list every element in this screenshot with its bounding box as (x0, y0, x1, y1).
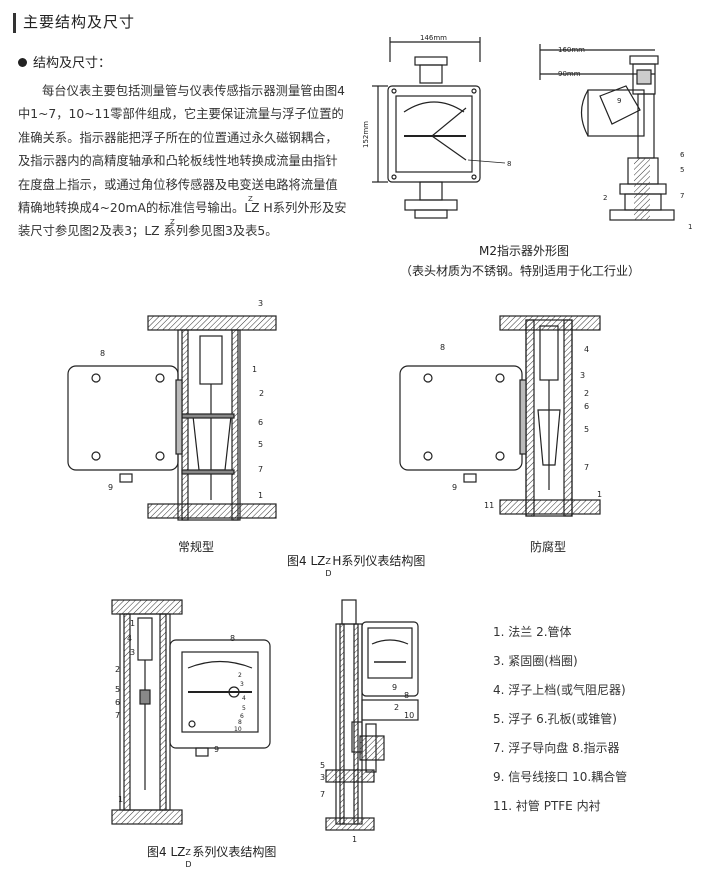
lzh-ac-label-7: 7 (584, 463, 589, 472)
paragraph-line: 装尺寸参见图2及表3；LZ 系列参见图3及表5。 (18, 224, 278, 239)
m2-label-5: 5 (680, 166, 684, 174)
paragraph-line: 在度盘上指示，或通过角位移传感器及电变送电路将流量值 (18, 177, 338, 192)
lzh-caption-prefix: 图4 LZ (287, 554, 326, 568)
lz-front-view (111, 599, 271, 825)
lz-front-label-8: 8 (230, 634, 235, 643)
paragraph-line: 每台仪表主要包括测量管与仪表传感指示器测量管由图4 (42, 84, 345, 98)
parts-legend: 1. 法兰 2.管体 3. 紧固圈(档圈) 4. 浮子上档(或气阻尼器) 5. … (493, 618, 627, 821)
lzh-ac-label-11: 11 (484, 501, 494, 510)
legend-item: 7. 浮子导向盘 8.指示器 (493, 741, 620, 755)
lz-scale-4: 4 (242, 695, 246, 702)
lzh-reg-label-2: 2 (259, 389, 264, 398)
legend-item: 3. 紧固圈(档圈) (493, 654, 578, 668)
lz-front-label-6: 6 (115, 698, 120, 707)
m2-label-2: 2 (603, 194, 607, 202)
lz-scale-10: 10 (234, 726, 242, 733)
lzh-reg-label-1b: 1 (258, 491, 263, 500)
lz-scale-6: 6 (240, 713, 244, 720)
m2-side-view (539, 44, 675, 221)
m2-dim-width: 146mm (420, 34, 447, 42)
m2-dim-side2: 90mm (558, 70, 581, 78)
lz-side-label-1: 1 (352, 835, 357, 844)
lz-front-label-1b: 1 (118, 795, 123, 804)
lz-front-label-9: 9 (214, 745, 219, 754)
m2-label-1: 1 (688, 223, 692, 231)
paragraph-line: 及指示器内的高精度轴承和凸轮板线性地转换成流量由指针 (18, 154, 338, 169)
lz-front-label-5: 5 (115, 685, 120, 694)
m2-note: （表头材质为不锈钢。特别适用于化工行业） (400, 264, 641, 278)
m2-label-6: 6 (680, 151, 685, 159)
lzh-ac-label-5: 5 (584, 425, 589, 434)
m2-dim-height: 152mm (362, 121, 370, 148)
lzh-ac-label-9: 9 (452, 483, 457, 492)
lz-scale-3: 3 (240, 681, 244, 688)
legend-item: 1. 法兰 2.管体 (493, 625, 572, 639)
lz-scale-8: 8 (238, 719, 242, 726)
lz-caption-prefix: 图4 LZ (147, 845, 186, 859)
bullet-icon (18, 58, 27, 67)
z-superscript: Z (248, 195, 253, 203)
paragraph-line: 中1~7，10~11零部件组成，它主要保证流量与浮子位置的 (18, 107, 344, 122)
legend-item: 9. 信号线接口 10.耦合管 (493, 770, 628, 784)
lzh-ac-label-3: 3 (580, 371, 585, 380)
lzh-ac-label-1: 1 (597, 490, 602, 499)
m2-label-9: 9 (617, 97, 621, 105)
lzh-anticorrosion-view (399, 315, 601, 517)
lzh-reg-label-9: 9 (108, 483, 113, 492)
lz-side-label-2: 2 (394, 703, 399, 712)
lz-scale-5: 5 (242, 705, 246, 712)
lzh-reg-label-8: 8 (100, 349, 105, 358)
lzh-sup: Z (325, 557, 331, 566)
lzh-right-label: 防腐型 (530, 540, 567, 554)
lz-side-label-9: 9 (392, 683, 397, 692)
z-superscript: Z (170, 218, 175, 226)
legend-item: 11. 衬管 PTFE 内衬 (493, 799, 601, 813)
m2-label-7: 7 (680, 192, 684, 200)
description-paragraph: 每台仪表主要包括测量管与仪表传感指示器测量管由图4 中1~7，10~11零部件组… (18, 80, 366, 244)
subsection-text: 结构及尺寸： (33, 56, 112, 71)
lz-front-label-7: 7 (115, 711, 120, 720)
lz-side-view (325, 599, 419, 831)
legend-item: 5. 浮子 6.孔板(或锥管) (493, 712, 617, 726)
lzh-reg-label-5: 5 (258, 440, 263, 449)
lz-front-label-3: 3 (130, 648, 135, 657)
lzh-reg-label-7: 7 (258, 465, 263, 474)
lzh-ac-label-8: 8 (440, 343, 445, 352)
lzh-regular-view (67, 315, 277, 521)
m2-dim-side: 160mm (558, 46, 585, 54)
m2-front-view (372, 37, 506, 219)
lz-sup: Z (185, 848, 191, 857)
lzh-reg-label-3: 3 (258, 299, 263, 308)
lz-side-label-3: 3 (320, 773, 325, 782)
lz-side-label-10: 10 (404, 711, 414, 720)
lzh-reg-label-6: 6 (258, 418, 263, 427)
paragraph-line: 精确地转换成4~20mA的标准信号输出。LZ H系列外形及安 (18, 201, 347, 216)
lz-side-label-8: 8 (404, 691, 409, 700)
section-title: 主要结构及尺寸 (23, 13, 136, 31)
lzh-left-label: 常规型 (178, 540, 215, 554)
lz-front-label-1: 1 (130, 619, 135, 628)
lzh-sub: D (325, 569, 332, 578)
lz-sub: D (185, 860, 192, 869)
lz-caption-suffix: 系列仪表结构图 (192, 845, 277, 859)
lzh-reg-label-1: 1 (252, 365, 257, 374)
m2-caption: M2指示器外形图 (479, 244, 569, 258)
lz-side-label-5: 5 (320, 761, 325, 770)
lz-side-label-7: 7 (320, 790, 325, 799)
section-marker (13, 13, 16, 33)
lzh-ac-label-4: 4 (584, 345, 589, 354)
lzh-ac-label-2: 2 (584, 389, 589, 398)
m2-label-8: 8 (507, 160, 511, 168)
lz-front-label-4: 4 (127, 634, 132, 643)
paragraph-line: 准确关系。指示器能把浮子所在的位置通过永久磁钢耦合， (18, 130, 338, 145)
legend-item: 4. 浮子上档(或气阻尼器) (493, 683, 626, 697)
lzh-ac-label-6: 6 (584, 402, 589, 411)
lzh-caption-suffix: H系列仪表结构图 (332, 554, 426, 568)
lz-scale-2: 2 (238, 672, 242, 679)
lz-front-label-2: 2 (115, 665, 120, 674)
subsection-title: 结构及尺寸： (18, 52, 111, 71)
